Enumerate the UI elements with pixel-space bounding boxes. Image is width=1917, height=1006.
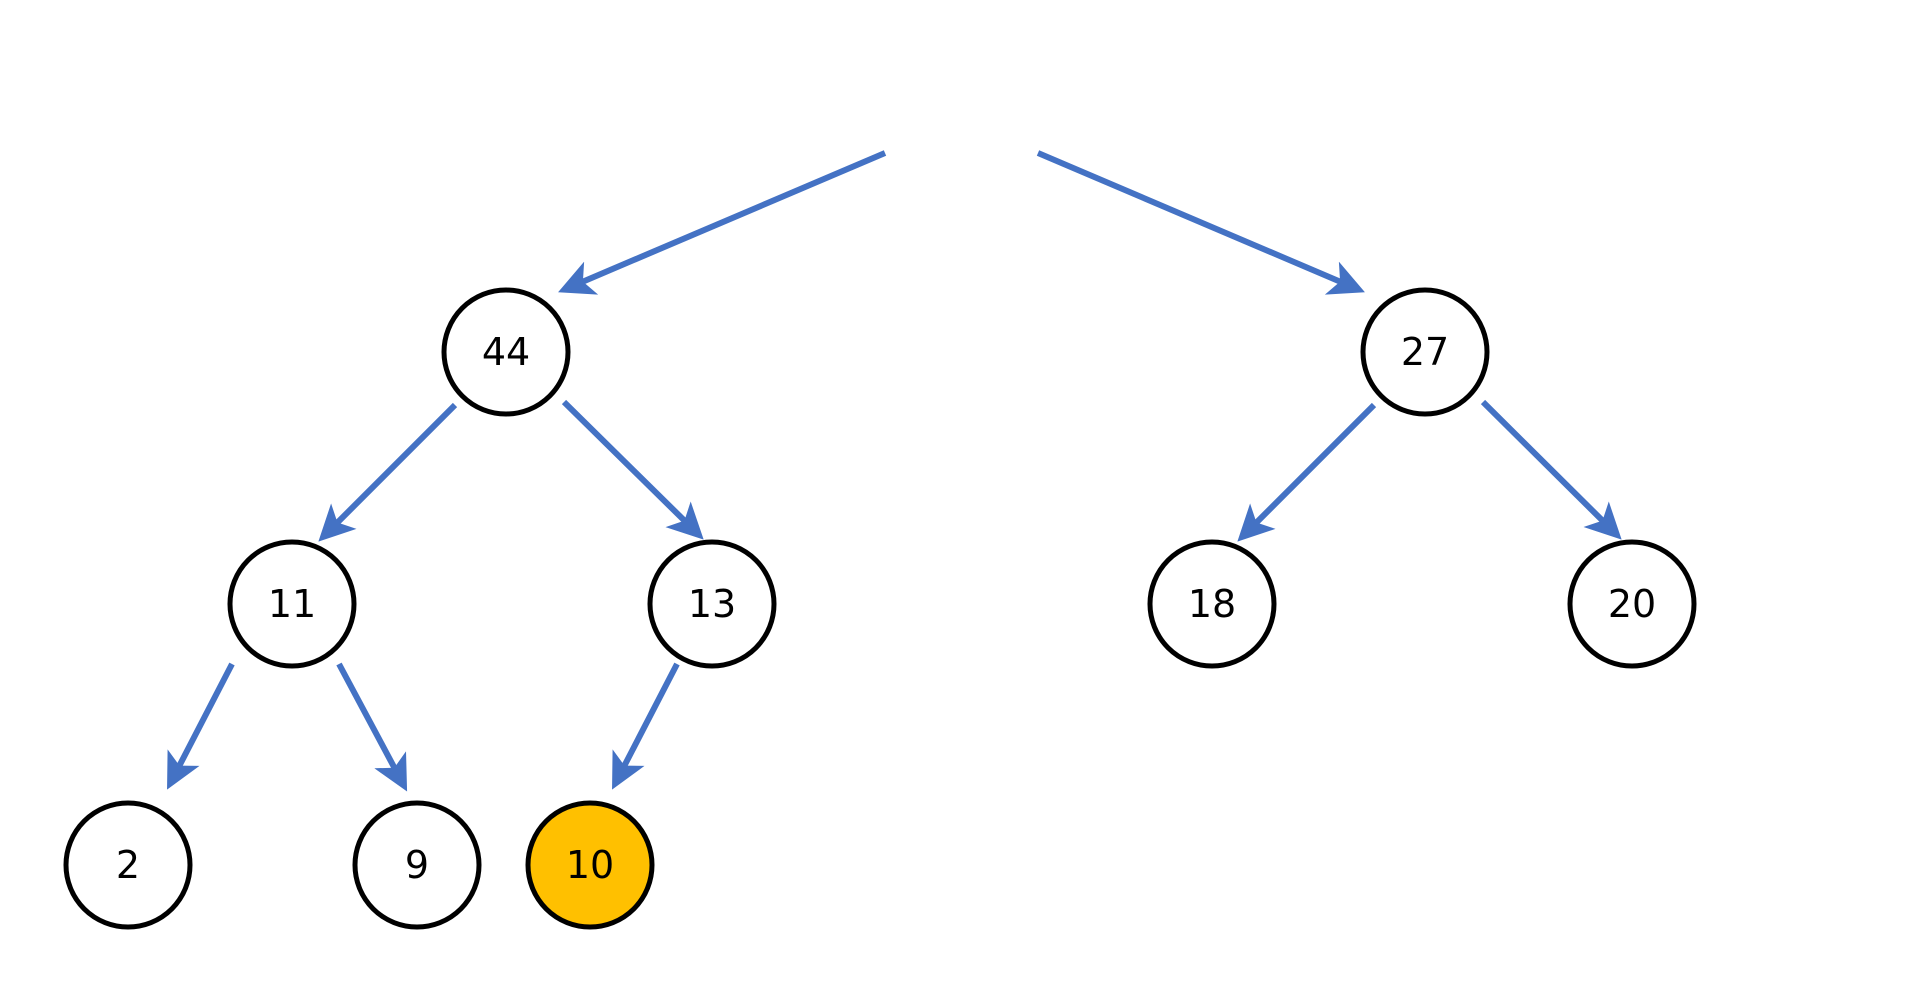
node-circle — [1147, 539, 1277, 669]
edges-group — [167, 150, 1622, 792]
tree-node: 2 — [63, 800, 193, 930]
edge-44-13 — [561, 399, 704, 540]
node-circle — [1360, 287, 1490, 417]
node-label: 10 — [566, 843, 614, 887]
highlighted-node-circle — [525, 800, 655, 930]
node-circle — [647, 539, 777, 669]
edge-44-11 — [318, 402, 458, 542]
tree-node: 13 — [647, 539, 777, 669]
edge-27-18 — [1237, 402, 1377, 542]
node-label: 9 — [405, 843, 429, 887]
tree-node: 20 — [1567, 539, 1697, 669]
tree-node: 44 — [441, 287, 571, 417]
node-label: 13 — [688, 582, 736, 626]
tree-node: 18 — [1147, 539, 1277, 669]
nodes-group: 44 27 11 13 18 20 2 9 — [63, 287, 1697, 930]
node-label: 2 — [116, 843, 140, 887]
tree-node: 11 — [227, 539, 357, 669]
tree-node: 9 — [352, 800, 482, 930]
node-label: 20 — [1608, 582, 1656, 626]
node-label: 11 — [268, 582, 316, 626]
edge-root-44 — [558, 150, 887, 295]
node-label: 44 — [482, 330, 530, 374]
edge-11-9 — [336, 662, 408, 792]
node-circle — [63, 800, 193, 930]
node-circle — [227, 539, 357, 669]
edge-11-2 — [167, 662, 235, 790]
edge-13-10 — [612, 662, 680, 790]
node-circle — [1567, 539, 1697, 669]
edge-27-20 — [1480, 399, 1622, 540]
node-circle — [352, 800, 482, 930]
edge-root-27 — [1036, 150, 1365, 295]
node-label: 27 — [1401, 330, 1449, 374]
tree-node-highlighted: 10 — [525, 800, 655, 930]
node-label: 18 — [1188, 582, 1236, 626]
node-circle — [441, 287, 571, 417]
tree-node: 27 — [1360, 287, 1490, 417]
